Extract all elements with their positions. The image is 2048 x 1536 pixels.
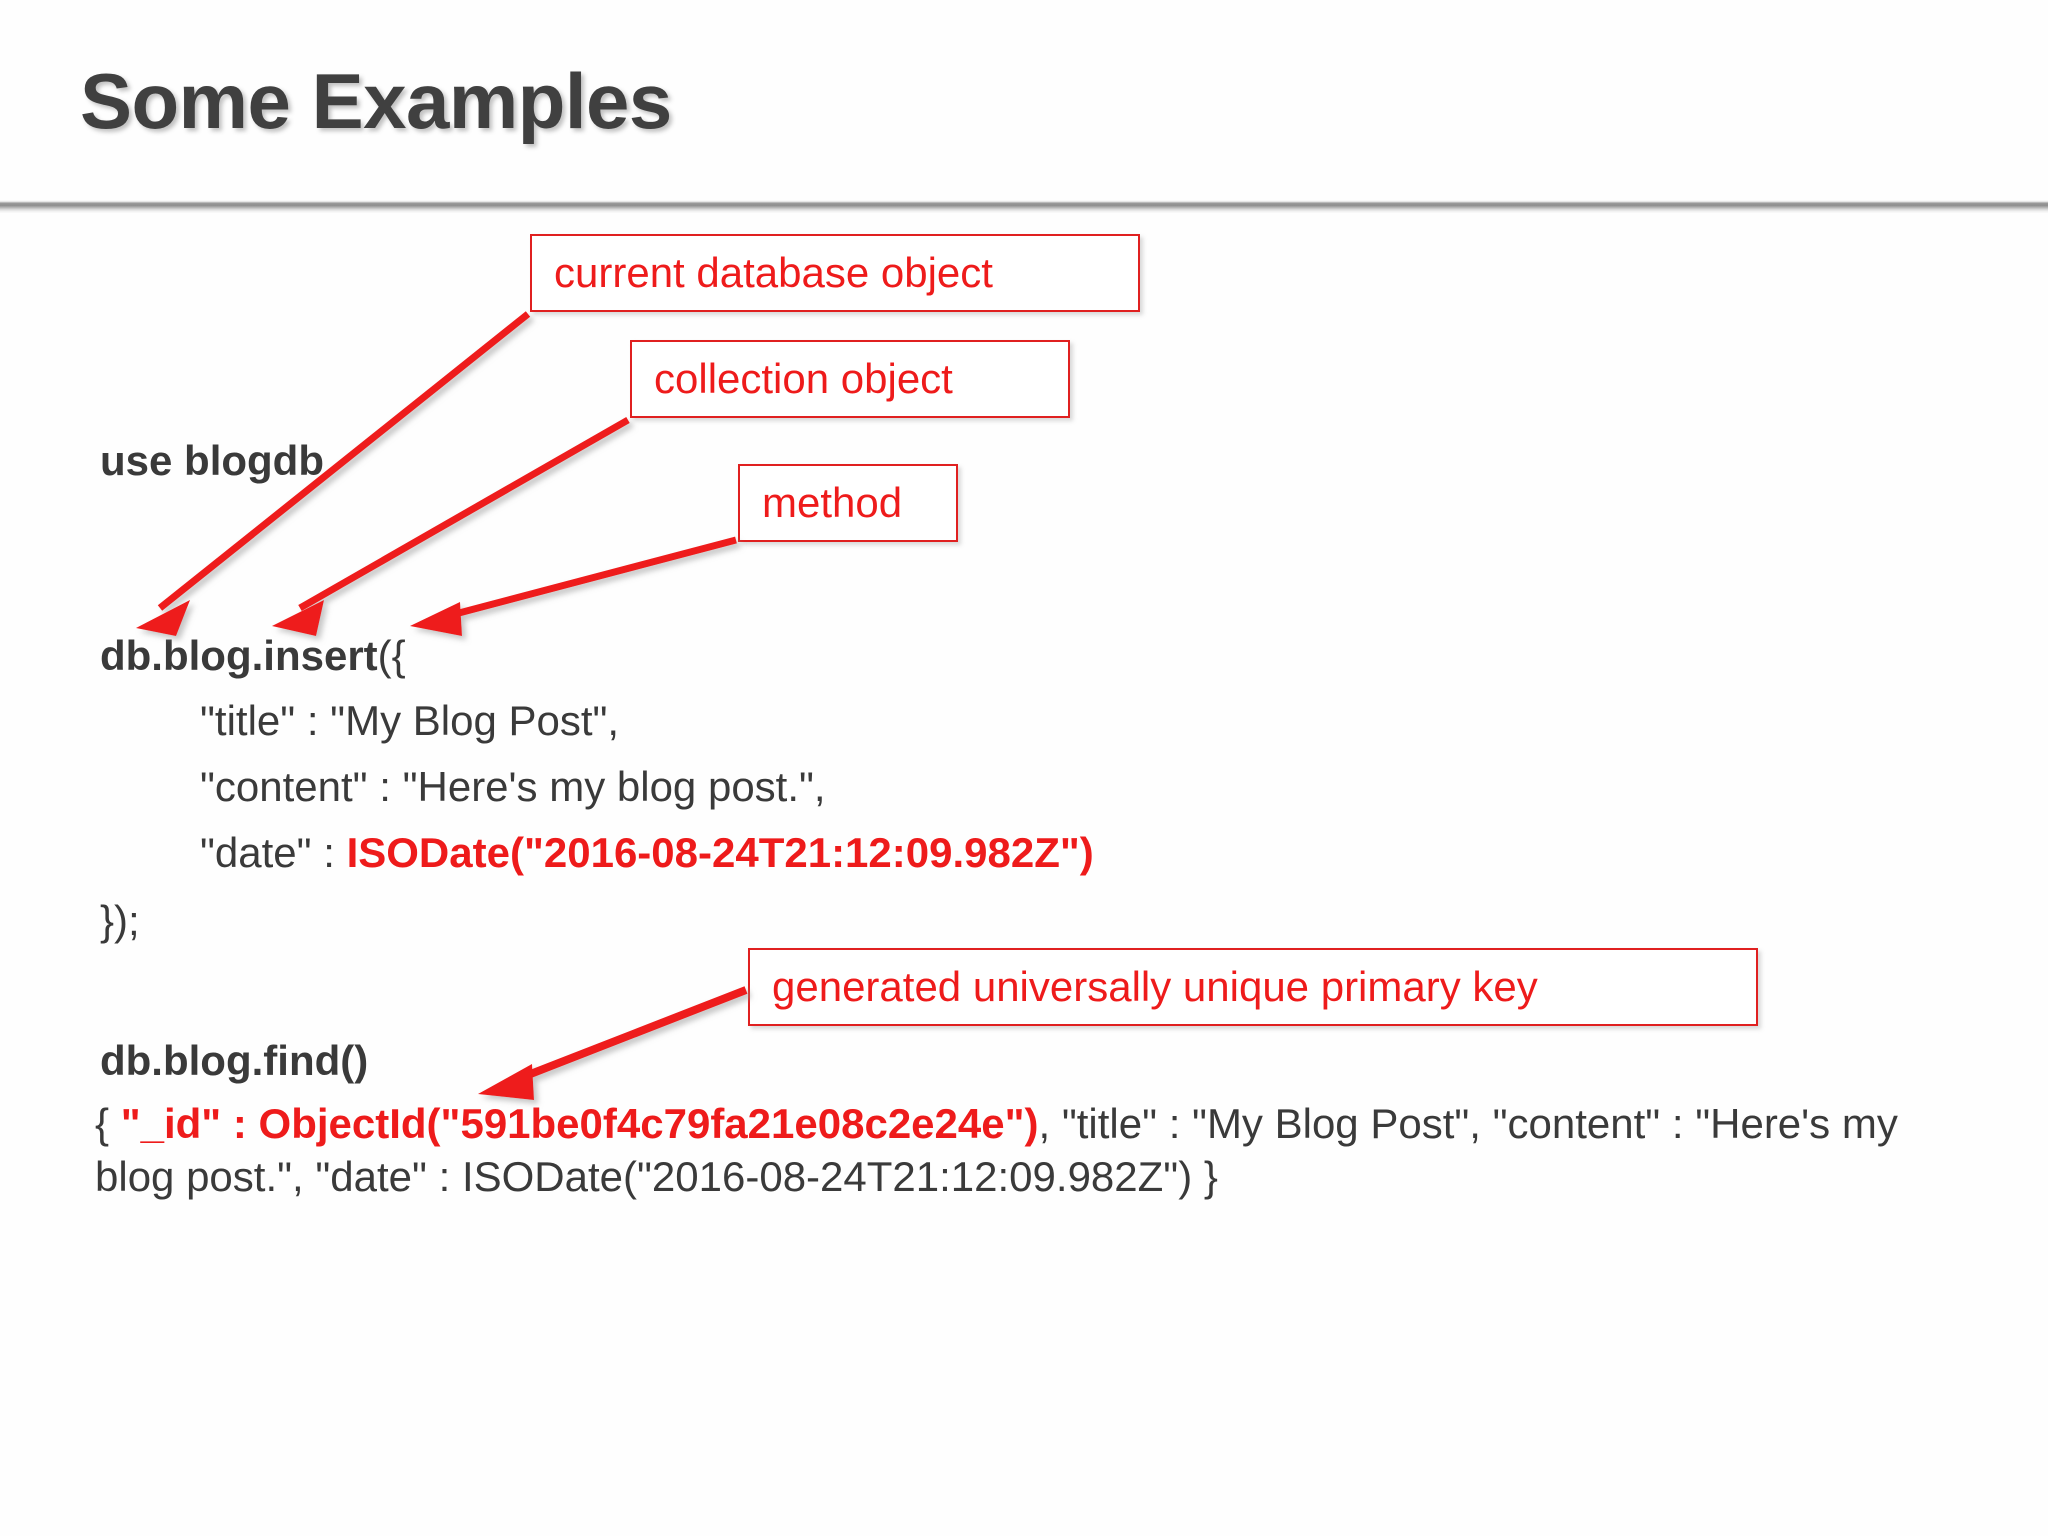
code-field-date-value: ISODate("2016-08-24T21:12:09.982Z") xyxy=(346,829,1094,876)
code-find-result: { "_id" : ObjectId("591be0f4c79fa21e08c2… xyxy=(95,1098,1935,1203)
code-use-statement: use blogdb xyxy=(100,437,324,484)
code-field-title: "title" : "My Blog Post", xyxy=(200,697,620,744)
title-divider xyxy=(0,200,2048,213)
code-insert-closing: }); xyxy=(100,897,140,944)
callout-label: generated universally unique primary key xyxy=(772,963,1538,1010)
code-find-result-rest: , "title" : "My Blog Post", "content" : … xyxy=(95,1100,1898,1200)
callout-method[interactable]: method xyxy=(738,464,958,542)
arrow-to-collection xyxy=(272,416,630,636)
code-insert-call: db.blog.insert({ xyxy=(100,635,406,677)
arrow-to-primary-key xyxy=(478,986,748,1100)
page-title: Some Examples xyxy=(80,57,672,145)
code-find-command: db.blog.find() xyxy=(100,1037,369,1084)
code-field-content: "content" : "Here's my blog post.", xyxy=(200,763,826,810)
code-insert-open: ({ xyxy=(377,632,406,679)
callout-label: collection object xyxy=(654,355,953,402)
code-insert-method: db.blog.insert xyxy=(100,632,378,679)
callout-label: method xyxy=(762,479,903,526)
code-field-date-key: "date" : xyxy=(200,829,347,876)
callout-label: current database object xyxy=(554,249,993,296)
code-find-result-id: "_id" : ObjectId("591be0f4c79fa21e08c2e2… xyxy=(120,1100,1039,1147)
callout-collection-object[interactable]: collection object xyxy=(630,340,1070,418)
code-field-date: "date" : ISODate("2016-08-24T21:12:09.98… xyxy=(200,832,1094,874)
callout-primary-key[interactable]: generated universally unique primary key xyxy=(748,948,1758,1026)
callout-current-database-object[interactable]: current database object xyxy=(530,234,1140,312)
arrow-to-method xyxy=(410,536,737,636)
code-find-result-brace: { xyxy=(95,1100,121,1147)
